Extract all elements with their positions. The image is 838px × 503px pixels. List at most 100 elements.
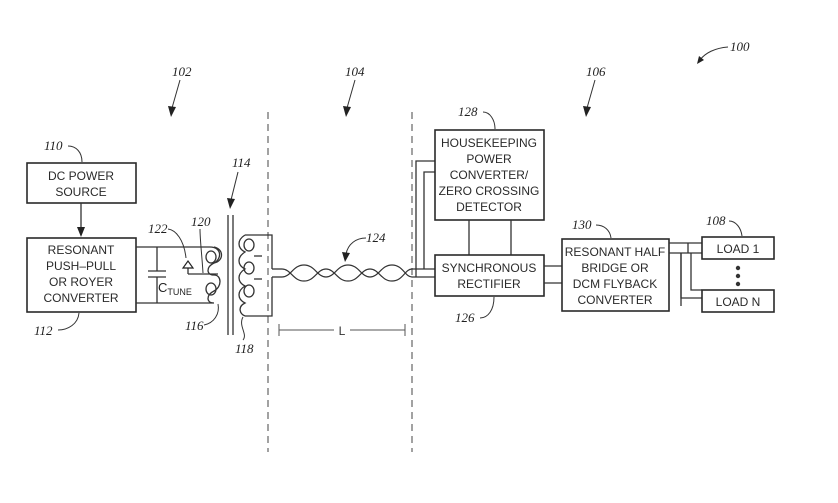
ref-108-label: 108	[706, 213, 726, 228]
ref-102-label: 102	[172, 64, 192, 79]
ref-124-label: 124	[366, 230, 386, 245]
ref-114-label: 114	[232, 155, 251, 170]
transformer-core: 114	[227, 155, 251, 335]
section-ref-104: 104	[343, 64, 365, 117]
secondary-turn-1	[243, 238, 255, 252]
half-bridge-line-2: BRIDGE OR	[581, 261, 649, 275]
ref-104-arrow	[346, 79, 356, 109]
ellipsis-dot-2	[735, 273, 741, 279]
ref-100-arrow	[699, 46, 729, 61]
housekeeping-line-2: POWER	[466, 152, 512, 166]
ref-128-leader	[482, 111, 496, 130]
ref-120-leader	[199, 228, 204, 274]
load-n-label: LOAD N	[716, 295, 761, 309]
ref-102-arrow	[171, 79, 181, 109]
ellipsis-dot-3	[735, 281, 741, 287]
ref-106-arrow	[586, 79, 596, 109]
load-1-label: LOAD 1	[717, 242, 760, 256]
ref-110-leader	[67, 145, 83, 163]
secondary-winding	[238, 234, 247, 317]
resonant-converter-line-3: OR ROYER	[49, 275, 113, 289]
ref-108-leader	[728, 220, 743, 237]
ref-114-arrow	[230, 171, 239, 201]
primary-loop-upper	[213, 246, 223, 264]
ref-104-label: 104	[345, 64, 365, 79]
tap-arrow-122	[181, 259, 195, 269]
housekeeping-line-3: CONVERTER/	[450, 168, 529, 182]
load-n-block: LOAD N	[701, 289, 775, 313]
primary-coil: 122 120 116	[148, 214, 223, 333]
ref-102-arrowhead	[168, 106, 176, 117]
ref-118-label: 118	[235, 341, 254, 356]
sync-rectifier-line-1: SYNCHRONOUS	[442, 261, 537, 275]
ellipsis-dot-1	[735, 265, 741, 271]
ref-126-label: 126	[455, 310, 475, 325]
secondary-coil: 118	[235, 234, 273, 356]
twisted-pair-strand-2	[281, 264, 413, 278]
ref-122-leader	[167, 228, 187, 259]
housekeeping-line-1: HOUSEKEEPING	[441, 136, 537, 150]
secondary-frame	[245, 234, 273, 317]
twisted-pair-cable: 124	[281, 230, 413, 282]
resonant-converter-line-1: RESONANT	[48, 243, 115, 257]
ref-124-arrow	[345, 237, 367, 255]
dc-power-source-box	[26, 162, 137, 204]
dc-power-source-line-1: DC POWER	[48, 169, 114, 183]
dc-power-source-line-2: SOURCE	[55, 185, 106, 199]
housekeeping-block: HOUSEKEEPING POWER CONVERTER/ ZERO CROSS…	[434, 104, 545, 221]
ref-116-label: 116	[185, 318, 204, 333]
load-1-box	[701, 236, 775, 260]
ref-130-label: 130	[572, 217, 592, 232]
half-bridge-block: RESONANT HALF BRIDGE OR DCM FLYBACK CONV…	[561, 217, 670, 312]
housekeeping-line-4: ZERO CROSSING	[439, 184, 540, 198]
ref-116-leader	[203, 303, 219, 326]
length-dimension: L	[278, 324, 406, 338]
dim-label-l: L	[339, 324, 346, 338]
resonant-converter-line-4: CONVERTER	[43, 291, 118, 305]
half-bridge-box	[561, 238, 670, 312]
housekeeping-feed-2	[423, 171, 435, 269]
ctune-label: CTUNE	[158, 280, 192, 297]
ref-124-arrowhead	[342, 252, 350, 262]
housekeeping-box	[434, 129, 545, 221]
capacitor-ctune: CTUNE	[148, 247, 192, 303]
section-ref-106: 106	[583, 64, 606, 117]
primary-turn-2	[205, 282, 217, 296]
twisted-pair-strand-1	[281, 268, 413, 282]
section-ref-102: 102	[168, 64, 192, 117]
sync-rectifier-block: SYNCHRONOUS RECTIFIER 126	[434, 254, 545, 325]
dc-to-converter-arrowhead	[77, 227, 85, 237]
ref-106-arrowhead	[583, 106, 591, 117]
ref-100-arrowhead	[697, 56, 704, 64]
half-bridge-line-3: DCM FLYBACK	[573, 277, 657, 291]
ref-130-leader	[595, 224, 612, 239]
ref-122-label: 122	[148, 221, 168, 236]
secondary-turn-3	[243, 284, 255, 298]
bus-to-load-n-2	[690, 253, 702, 291]
ref-106-label: 106	[586, 64, 606, 79]
primary-turn-1	[205, 250, 217, 264]
load-1-block: LOAD 1 108	[701, 213, 775, 260]
ref-110-label: 110	[44, 138, 63, 153]
ref-118-leader	[241, 316, 245, 341]
resonant-converter-box	[26, 237, 137, 313]
ref-112-leader	[57, 312, 80, 331]
housekeeping-line-5: DETECTOR	[456, 200, 522, 214]
sync-rectifier-line-2: RECTIFIER	[457, 277, 521, 291]
ref-112-label: 112	[34, 323, 53, 338]
ref-126-leader	[479, 296, 495, 319]
half-bridge-line-4: CONVERTER	[577, 293, 652, 307]
ref-104-arrowhead	[343, 106, 351, 117]
resonant-converter-block: RESONANT PUSH–PULL OR ROYER CONVERTER 11…	[26, 237, 137, 338]
resonant-converter-line-2: PUSH–PULL	[46, 259, 116, 273]
secondary-turn-2	[243, 261, 255, 275]
half-bridge-line-1: RESONANT HALF	[565, 245, 665, 259]
load-n-box	[701, 289, 775, 313]
ref-120-label: 120	[191, 214, 211, 229]
system-ref-100: 100	[697, 39, 750, 64]
ref-114-arrowhead	[227, 198, 235, 209]
housekeeping-feed-1	[415, 160, 435, 277]
ref-100-label: 100	[730, 39, 750, 54]
ref-128-label: 128	[458, 104, 478, 119]
